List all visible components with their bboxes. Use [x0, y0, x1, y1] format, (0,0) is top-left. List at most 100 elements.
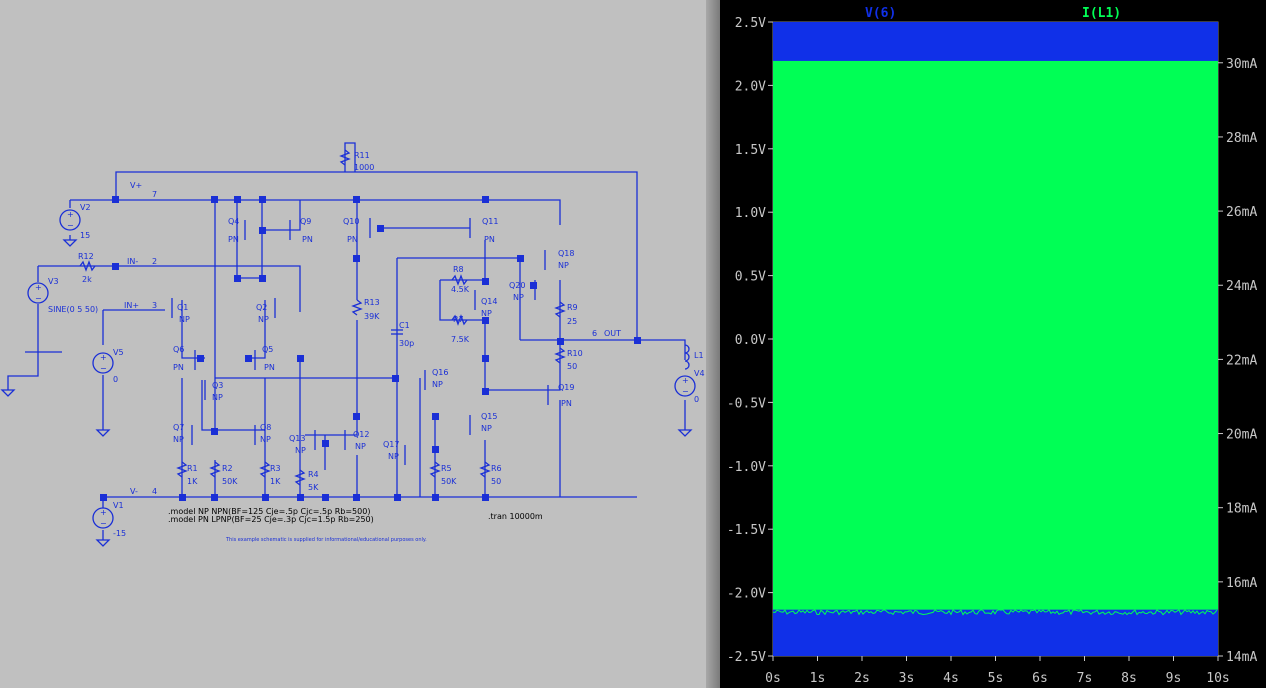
- source-v5[interactable]: +−: [92, 352, 114, 374]
- junction-dots: [100, 196, 641, 501]
- r4-value: 5K: [308, 483, 319, 492]
- v5-ref: V5: [113, 348, 124, 357]
- q19-value: PN: [561, 399, 572, 408]
- q1-ref: Q1: [177, 303, 188, 312]
- v2-value: 15: [80, 231, 90, 240]
- r13-ref: R13: [364, 298, 380, 307]
- wires: [7, 142, 686, 540]
- r6-ref: R6: [491, 464, 502, 473]
- right-axis-tick-label: 20mA: [1226, 428, 1257, 443]
- model-line-pn: .model PN LPNP(BF=25 Cje=.3p Cjc=1.5p Rb…: [168, 515, 374, 524]
- svg-text:−: −: [682, 387, 689, 396]
- r1-value: 1K: [187, 477, 198, 486]
- capacitor-c1[interactable]: [391, 329, 403, 335]
- r2-ref: R2: [222, 464, 233, 473]
- q11-value: PN: [484, 235, 495, 244]
- svg-text:+: +: [682, 376, 689, 385]
- r8-value: 4.5K: [451, 285, 470, 294]
- inductor-l1[interactable]: [684, 344, 690, 370]
- r13-value: 39K: [364, 312, 380, 321]
- q10-value: PN: [347, 235, 358, 244]
- c1-ref: C1: [399, 321, 410, 330]
- q20-ref: Q20: [509, 281, 525, 290]
- q8-value: NP: [260, 435, 271, 444]
- q9-value: PN: [302, 235, 313, 244]
- transistors: [171, 218, 549, 465]
- r7-value: 7.5K: [451, 335, 470, 344]
- net-label-3: 3: [152, 301, 157, 310]
- r8-ref: R8: [453, 265, 464, 274]
- svg-text:−: −: [100, 364, 107, 373]
- r10-ref: R10: [567, 349, 583, 358]
- q13-value: NP: [295, 446, 306, 455]
- q3-ref: Q3: [212, 381, 223, 390]
- left-axis-tick-label: 1.0V: [735, 206, 766, 221]
- left-axis-tick-label: 0.0V: [735, 333, 766, 348]
- x-axis-tick-label: 3s: [899, 671, 915, 686]
- net-label-6: 6: [592, 329, 597, 338]
- right-axis-tick-label: 22mA: [1226, 353, 1257, 368]
- v2-ref: V2: [80, 203, 91, 212]
- r6-value: 50: [491, 477, 501, 486]
- waveform-plot[interactable]: 2.5V2.0V1.5V1.0V0.5V0.0V-0.5V-1.0V-1.5V-…: [720, 0, 1266, 688]
- q12-value: NP: [355, 442, 366, 451]
- svg-text:−: −: [100, 519, 107, 528]
- right-axis-tick-label: 24mA: [1226, 279, 1257, 294]
- q5-value: PN: [264, 363, 275, 372]
- q15-ref: Q15: [481, 412, 497, 421]
- net-label-out: OUT: [604, 329, 621, 338]
- svg-text:+: +: [100, 508, 107, 517]
- right-axis-tick-label: 28mA: [1226, 131, 1257, 146]
- left-axis-tick-label: -0.5V: [727, 396, 766, 411]
- r4-ref: R4: [308, 470, 319, 479]
- x-axis-tick-label: 10s: [1206, 671, 1229, 686]
- trace-label-v6[interactable]: V(6): [865, 6, 896, 21]
- source-v1[interactable]: +−: [92, 507, 114, 529]
- q4-ref: Q4: [228, 217, 239, 226]
- schematic-pane[interactable]: +− +− +− +− +−: [0, 0, 706, 688]
- q8-ref: Q8: [260, 423, 271, 432]
- q20-value: NP: [513, 293, 524, 302]
- trace-label-il1[interactable]: I(L1): [1082, 6, 1121, 21]
- q13-ref: Q13: [289, 434, 305, 443]
- source-v2[interactable]: +−: [59, 209, 81, 231]
- right-axis-tick-label: 14mA: [1226, 650, 1257, 665]
- q6-ref: Q6: [173, 345, 184, 354]
- net-label-2: 2: [152, 257, 157, 266]
- net-label-inplus: IN+: [124, 301, 139, 310]
- net-label-vplus: V+: [130, 181, 142, 190]
- q19-ref: Q19: [558, 383, 574, 392]
- r12-ref: R12: [78, 252, 94, 261]
- q9-ref: Q9: [300, 217, 311, 226]
- left-axis-tick-label: 1.5V: [735, 143, 766, 158]
- source-v4[interactable]: +−: [674, 375, 696, 397]
- r3-ref: R3: [270, 464, 281, 473]
- tran-directive: .tran 10000m: [488, 512, 543, 521]
- l1-ref: L1: [694, 351, 704, 360]
- svg-text:+: +: [35, 283, 42, 292]
- v4-value: 0: [694, 395, 699, 404]
- x-axis-tick-label: 8s: [1121, 671, 1137, 686]
- source-v3[interactable]: +−: [27, 282, 49, 304]
- q1-value: NP: [179, 315, 190, 324]
- q4-value: PN: [228, 235, 239, 244]
- v4-ref: V4: [694, 369, 705, 378]
- left-axis: 2.5V2.0V1.5V1.0V0.5V0.0V-0.5V-1.0V-1.5V-…: [727, 16, 773, 665]
- schematic-canvas[interactable]: +− +− +− +− +−: [0, 0, 706, 688]
- q2-ref: Q2: [256, 303, 267, 312]
- r3-value: 1K: [270, 477, 281, 486]
- q18-value: NP: [558, 261, 569, 270]
- pane-divider[interactable]: [706, 0, 720, 688]
- x-axis-tick-label: 1s: [810, 671, 826, 686]
- left-axis-tick-label: 0.5V: [735, 270, 766, 285]
- r9-ref: R9: [567, 303, 578, 312]
- x-axis-tick-label: 4s: [943, 671, 959, 686]
- x-axis-tick-label: 9s: [1166, 671, 1182, 686]
- left-axis-tick-label: -2.5V: [727, 650, 766, 665]
- x-axis-tick-label: 6s: [1032, 671, 1048, 686]
- q18-ref: Q18: [558, 249, 574, 258]
- q2-value: NP: [258, 315, 269, 324]
- q16-ref: Q16: [432, 368, 448, 377]
- resistors: [79, 149, 566, 486]
